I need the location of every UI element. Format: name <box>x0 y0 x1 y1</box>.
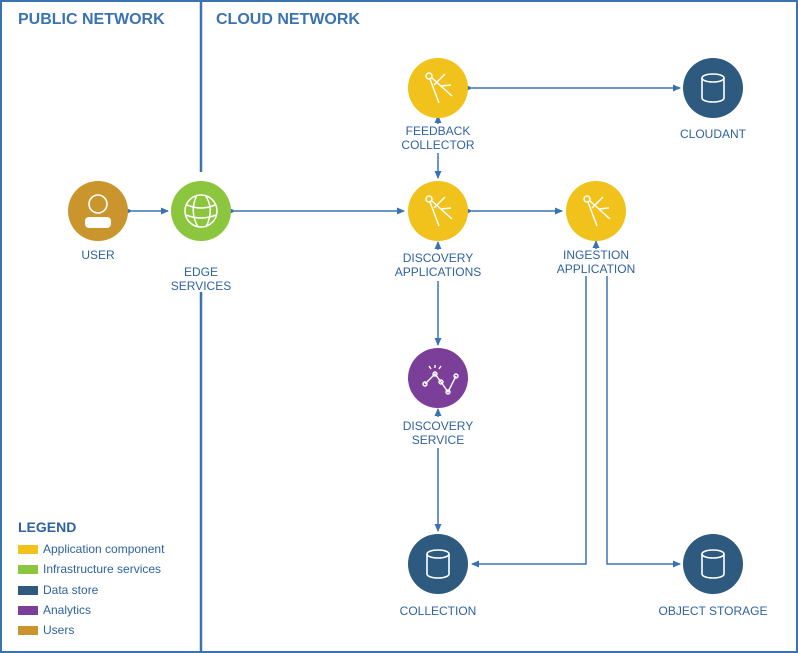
edge-services-label: EDGE SERVICES <box>170 265 232 293</box>
collection-node[interactable] <box>408 534 468 594</box>
legend-swatch <box>18 626 38 635</box>
compass-icon <box>425 72 453 104</box>
connector-ingestion-collection <box>471 276 587 568</box>
discovery-service-label: DISCOVERY SERVICE <box>402 419 474 447</box>
database-icon <box>701 549 725 579</box>
connector-ingestion-object-storage <box>606 276 681 568</box>
feedback-collector-node[interactable] <box>408 58 468 118</box>
collection-label: COLLECTION <box>399 604 477 618</box>
legend-swatch <box>18 565 38 574</box>
user-node[interactable] <box>68 181 128 241</box>
object-storage-label: OBJECT STORAGE <box>658 604 768 618</box>
compass-icon <box>583 195 611 227</box>
discovery-service-node[interactable] <box>408 348 468 408</box>
legend-swatch <box>18 606 38 615</box>
user-label: USER <box>81 248 115 262</box>
ingestion-application-node[interactable] <box>566 181 626 241</box>
feedback-collector-label: FEEDBACK COLLECTOR <box>401 124 475 152</box>
ingestion-application-label: INGESTION APPLICATION <box>556 248 636 276</box>
compass-icon <box>425 195 453 227</box>
analytics-icon <box>422 365 459 395</box>
legend-swatch <box>18 586 38 595</box>
cloud-network-title: CLOUD NETWORK <box>216 11 360 28</box>
legend-swatch <box>18 545 38 554</box>
database-icon <box>426 549 450 579</box>
cloudant-label: CLOUDANT <box>679 127 746 141</box>
cloudant-node[interactable] <box>683 58 743 118</box>
edge-services-node[interactable] <box>171 181 231 241</box>
globe-icon <box>184 194 218 228</box>
legend-title: LEGEND <box>18 519 77 535</box>
discovery-applications-node[interactable] <box>408 181 468 241</box>
public-network-title: PUBLIC NETWORK <box>18 11 165 28</box>
object-storage-node[interactable] <box>683 534 743 594</box>
user-icon <box>85 194 111 228</box>
discovery-applications-label: DISCOVERY APPLICATIONS <box>394 251 482 279</box>
database-icon <box>701 73 725 103</box>
